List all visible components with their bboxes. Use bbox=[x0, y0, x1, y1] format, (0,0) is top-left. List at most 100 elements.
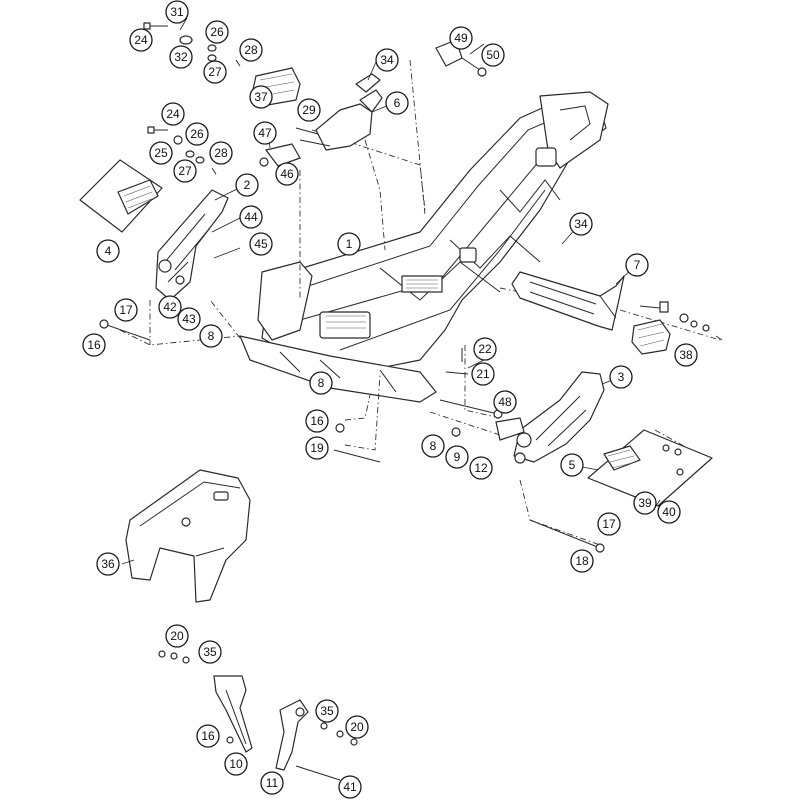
callouts: 31 24 32 26 27 28 37 24 25 26 27 28 29 3… bbox=[82, 0, 698, 799]
callout-label: 40 bbox=[662, 505, 676, 519]
callout-6: 6 bbox=[385, 91, 409, 115]
callout-label: 22 bbox=[478, 342, 492, 356]
callout-label: 2 bbox=[244, 178, 251, 192]
callout-25: 25 bbox=[149, 141, 173, 165]
callout-17: 17 bbox=[597, 512, 621, 536]
callout-37: 37 bbox=[249, 85, 273, 109]
callout-24: 24 bbox=[161, 102, 185, 126]
callout-label: 16 bbox=[87, 338, 101, 352]
callout-44: 44 bbox=[239, 205, 263, 229]
callout-label: 8 bbox=[318, 376, 325, 390]
callout-39: 39 bbox=[633, 491, 657, 515]
callout-label: 4 bbox=[105, 244, 112, 258]
callout-17: 17 bbox=[114, 298, 138, 322]
callout-label: 36 bbox=[101, 557, 115, 571]
callout-label: 17 bbox=[602, 517, 616, 531]
callout-label: 20 bbox=[170, 629, 184, 643]
callout-label: 3 bbox=[618, 370, 625, 384]
callout-label: 18 bbox=[575, 554, 589, 568]
callout-label: 12 bbox=[474, 461, 488, 475]
callout-16: 16 bbox=[196, 724, 220, 748]
callout-label: 46 bbox=[280, 167, 294, 181]
callout-label: 35 bbox=[320, 704, 334, 718]
callout-26: 26 bbox=[205, 20, 229, 44]
callout-38: 38 bbox=[674, 343, 698, 367]
callout-35: 35 bbox=[198, 640, 222, 664]
callout-label: 24 bbox=[166, 107, 180, 121]
callout-label: 20 bbox=[350, 720, 364, 734]
callout-8: 8 bbox=[199, 324, 223, 348]
callout-2: 2 bbox=[235, 173, 259, 197]
callout-label: 25 bbox=[154, 146, 168, 160]
callout-36: 36 bbox=[96, 552, 120, 576]
callout-20: 20 bbox=[165, 624, 189, 648]
callout-label: 28 bbox=[244, 43, 258, 57]
callout-label: 29 bbox=[302, 103, 316, 117]
callout-label: 31 bbox=[170, 5, 184, 19]
callout-label: 10 bbox=[229, 757, 243, 771]
callout-22: 22 bbox=[473, 337, 497, 361]
callout-26: 26 bbox=[185, 122, 209, 146]
pins-and-bolts bbox=[99, 319, 605, 553]
callout-label: 39 bbox=[638, 496, 652, 510]
callout-label: 50 bbox=[486, 48, 500, 62]
callout-5: 5 bbox=[560, 453, 584, 477]
callout-16: 16 bbox=[82, 333, 106, 357]
callout-label: 8 bbox=[208, 329, 215, 343]
callout-label: 41 bbox=[343, 780, 357, 794]
callout-label: 17 bbox=[119, 303, 133, 317]
callout-label: 34 bbox=[380, 53, 394, 67]
callout-9: 9 bbox=[445, 445, 469, 469]
callout-label: 28 bbox=[214, 146, 228, 160]
callout-47: 47 bbox=[253, 121, 277, 145]
callout-label: 34 bbox=[574, 217, 588, 231]
callout-label: 42 bbox=[163, 300, 177, 314]
callout-label: 7 bbox=[634, 258, 641, 272]
callout-label: 9 bbox=[454, 450, 461, 464]
left-footpeg-bracket-drawing bbox=[155, 184, 246, 301]
callout-label: 38 bbox=[679, 348, 693, 362]
callout-50: 50 bbox=[481, 43, 505, 67]
callout-16: 16 bbox=[305, 409, 329, 433]
callout-label: 24 bbox=[134, 33, 148, 47]
callout-28: 28 bbox=[239, 38, 263, 62]
left-footpeg-box bbox=[79, 159, 163, 233]
callout-43: 43 bbox=[177, 307, 201, 331]
callout-label: 27 bbox=[208, 65, 222, 79]
callout-label: 35 bbox=[203, 645, 217, 659]
callout-19: 19 bbox=[305, 436, 329, 460]
callout-27: 27 bbox=[203, 60, 227, 84]
callout-label: 49 bbox=[454, 31, 468, 45]
callout-label: 45 bbox=[254, 237, 268, 251]
callout-8: 8 bbox=[309, 371, 333, 395]
side-stand-drawing bbox=[158, 650, 358, 781]
callout-label: 48 bbox=[498, 395, 512, 409]
right-footpeg-bracket-drawing bbox=[495, 371, 605, 464]
callout-label: 16 bbox=[310, 414, 324, 428]
callout-label: 44 bbox=[244, 210, 258, 224]
callout-46: 46 bbox=[275, 162, 299, 186]
callout-label: 8 bbox=[430, 439, 437, 453]
callout-48: 48 bbox=[493, 390, 517, 414]
callout-31: 31 bbox=[165, 0, 189, 24]
callout-label: 21 bbox=[476, 367, 490, 381]
callout-label: 16 bbox=[201, 729, 215, 743]
callout-label: 19 bbox=[310, 441, 324, 455]
callout-41: 41 bbox=[338, 775, 362, 799]
main-frame-drawing bbox=[239, 91, 609, 403]
right-footpeg-box bbox=[587, 429, 713, 507]
callout-45: 45 bbox=[249, 232, 273, 256]
callout-28: 28 bbox=[209, 141, 233, 165]
callout-20: 20 bbox=[345, 715, 369, 739]
callout-24: 24 bbox=[129, 28, 153, 52]
callout-21: 21 bbox=[471, 362, 495, 386]
callout-label: 5 bbox=[569, 458, 576, 472]
right-passenger-bracket-drawing bbox=[511, 271, 723, 341]
callout-label: 6 bbox=[394, 96, 401, 110]
callout-27: 27 bbox=[173, 159, 197, 183]
callout-label: 26 bbox=[190, 127, 204, 141]
small-hardware-top-left bbox=[143, 22, 241, 175]
callout-12: 12 bbox=[469, 456, 493, 480]
callout-10: 10 bbox=[224, 752, 248, 776]
callout-32: 32 bbox=[169, 45, 193, 69]
